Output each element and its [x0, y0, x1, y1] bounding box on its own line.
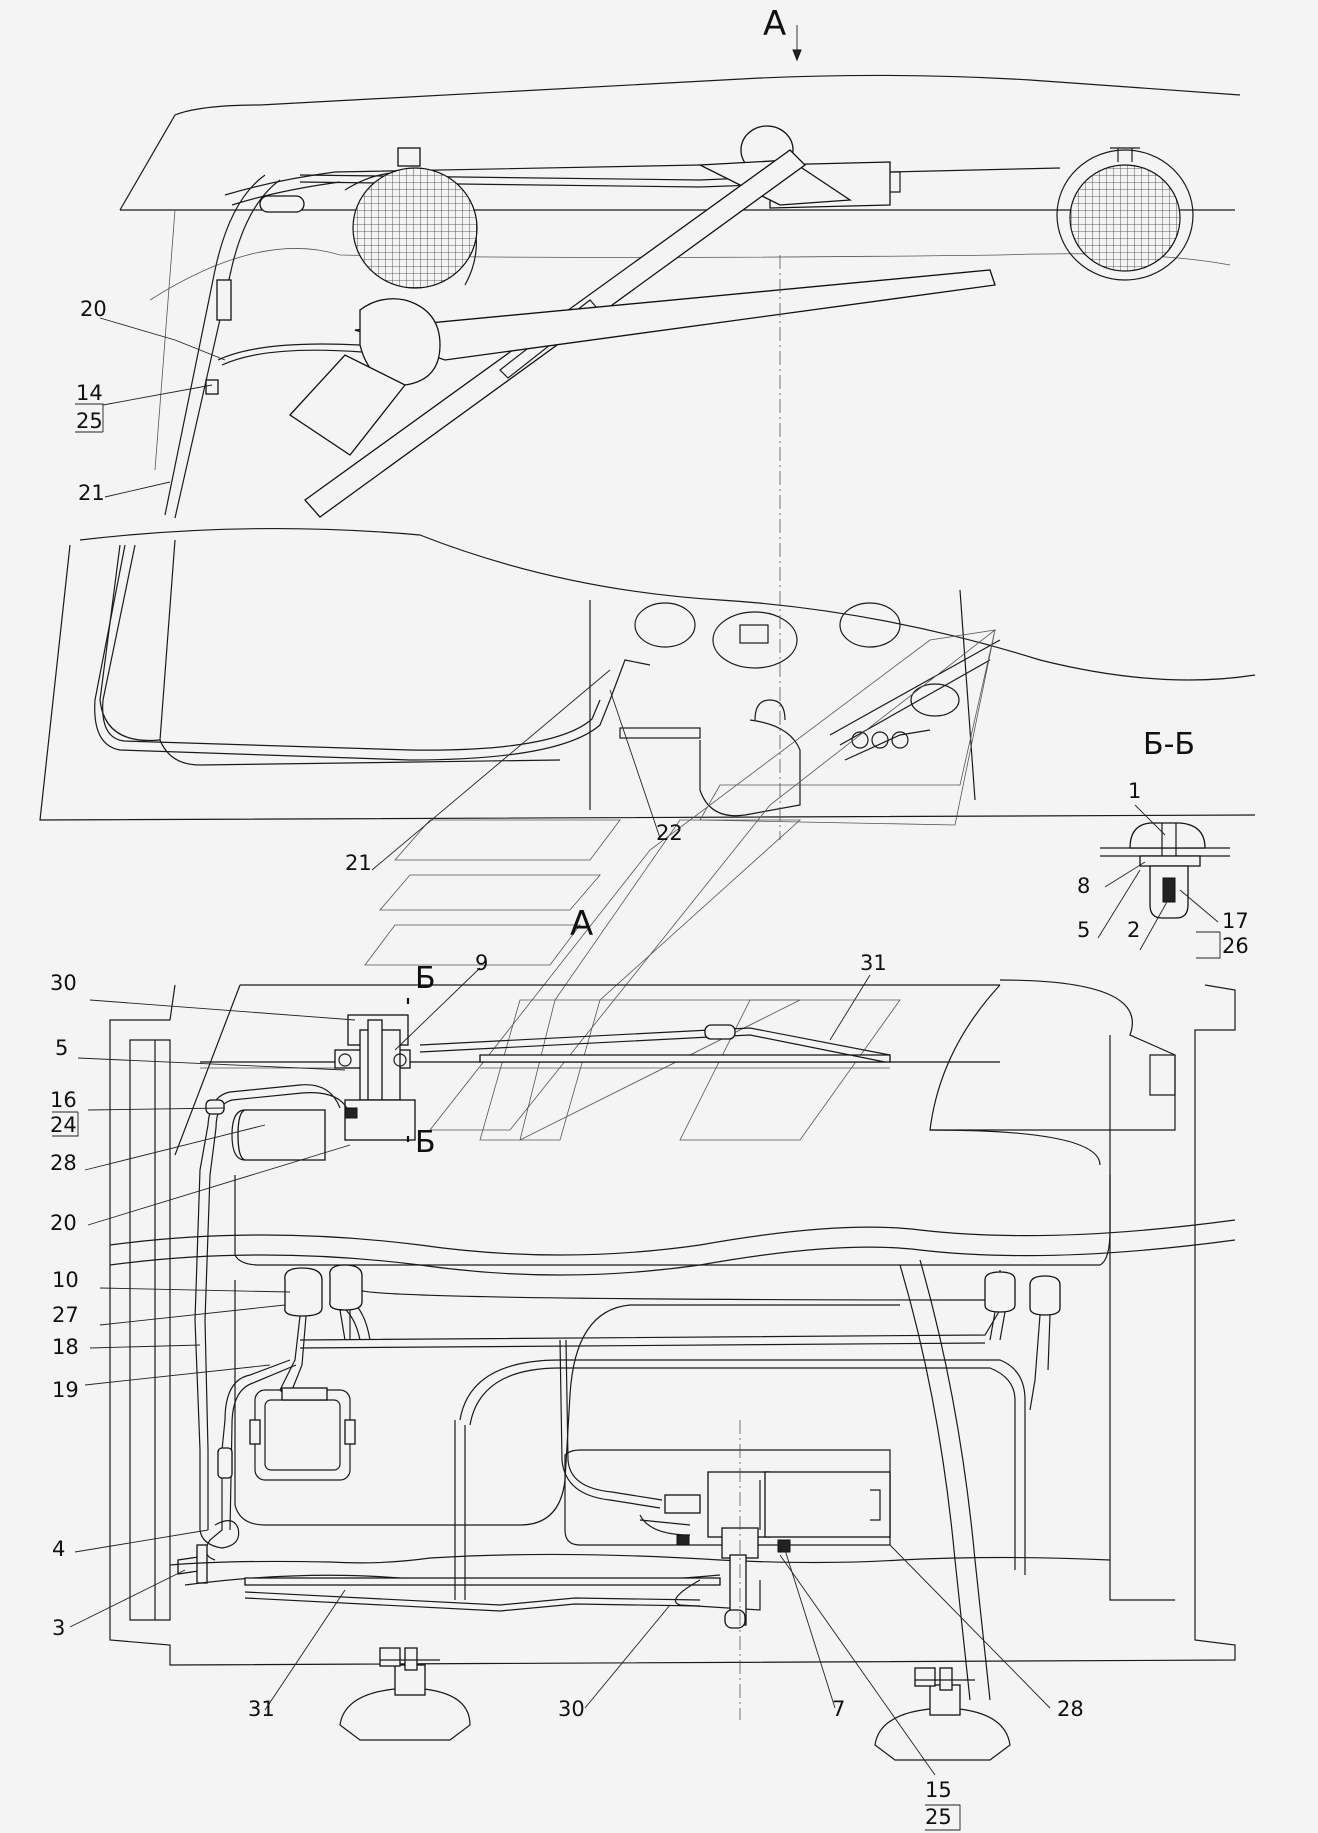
section-callout-26: 26 — [1222, 934, 1249, 958]
section-callout-2: 2 — [1127, 918, 1140, 942]
callout-28-left: 28 — [50, 1151, 77, 1175]
callout-31-top: 31 — [860, 951, 887, 975]
callout-20-mid: 20 — [50, 1211, 77, 1235]
callout-3: 3 — [52, 1616, 65, 1640]
callout-15: 15 — [925, 1778, 952, 1802]
right-roof-lamp — [1056, 147, 1194, 281]
callout-16: 16 — [50, 1088, 77, 1112]
dashboard-console — [589, 589, 1001, 817]
callout-19: 19 — [52, 1378, 79, 1402]
connectors-10-27 — [279, 1264, 363, 1401]
section-callout-8: 8 — [1077, 874, 1090, 898]
section-callout-1: 1 — [1128, 779, 1141, 803]
chevron-overlay — [364, 629, 997, 1141]
section-mark-bottom: Б — [415, 1125, 436, 1160]
bottom-right-lamp — [874, 1667, 1011, 1761]
callout-labels: А 20 14 25 21 21 22 А Б-Б 1 8 5 2 17 26 … — [50, 4, 1249, 1829]
callout-24: 24 — [50, 1113, 77, 1137]
callout-5: 5 — [55, 1036, 68, 1060]
section-callout-5: 5 — [1077, 918, 1090, 942]
callout-20-top: 20 — [80, 297, 107, 321]
callout-14: 14 — [76, 381, 103, 405]
section-callout-17: 17 — [1222, 909, 1249, 933]
callout-30-bottom: 30 — [558, 1697, 585, 1721]
leader-lines — [52, 25, 1221, 1831]
view-a — [109, 255, 1236, 1761]
callout-27: 27 — [52, 1303, 79, 1327]
section-mark-top: Б — [415, 961, 436, 996]
left-roof-lamp — [344, 167, 478, 289]
top-wiper-motor — [231, 1014, 416, 1161]
callout-25-top: 25 — [76, 409, 103, 433]
callout-30-top: 30 — [50, 971, 77, 995]
callout-4: 4 — [52, 1537, 65, 1561]
callout-7: 7 — [832, 1697, 845, 1721]
rear-wiper-motor — [564, 1449, 891, 1629]
upper-view — [39, 74, 1256, 1141]
bottom-left-lamp — [339, 1647, 471, 1741]
callout-28-bottom: 28 — [1057, 1697, 1084, 1721]
callout-22: 22 — [656, 821, 683, 845]
section-title: Б-Б — [1143, 727, 1195, 762]
left-wiper-housing — [289, 298, 441, 456]
callout-18: 18 — [52, 1335, 79, 1359]
callout-10: 10 — [52, 1268, 79, 1292]
callout-9: 9 — [475, 951, 488, 975]
view-a-label-mid: А — [570, 904, 593, 944]
callout-25-bottom: 25 — [925, 1805, 952, 1829]
callout-21-mid: 21 — [345, 851, 372, 875]
callout-21-top: 21 — [78, 481, 105, 505]
view-a-label-top: А — [763, 4, 786, 44]
callout-31-bottom: 31 — [248, 1697, 275, 1721]
section-bb — [1100, 822, 1230, 919]
